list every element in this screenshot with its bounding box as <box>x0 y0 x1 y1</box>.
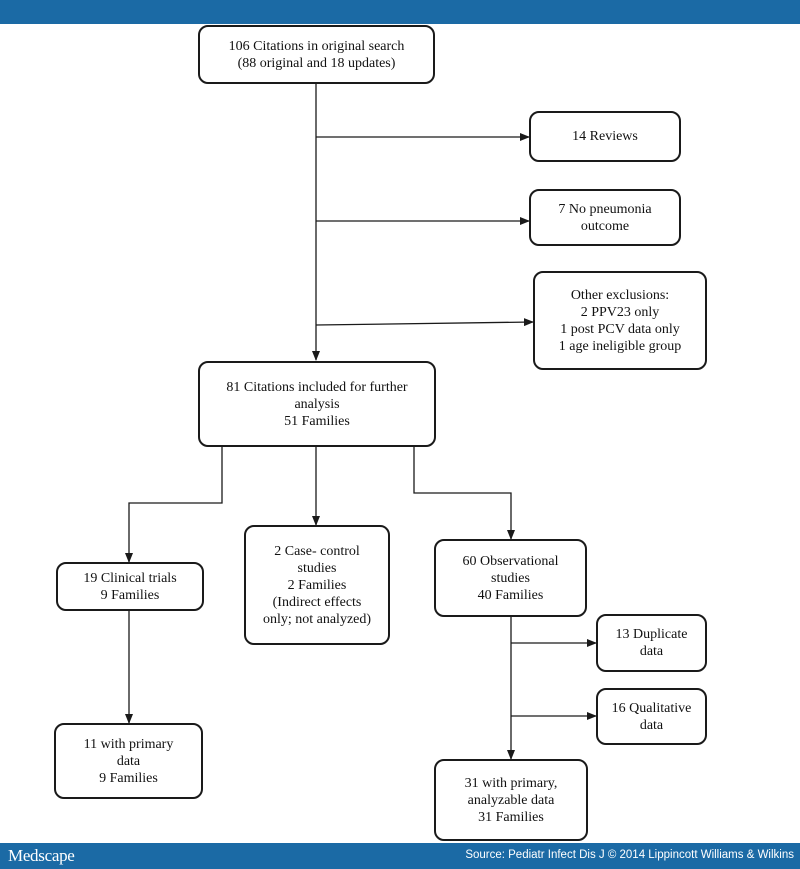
box-text-line: 40 Families <box>477 587 544 603</box>
box-text-line: data <box>639 644 664 659</box>
box-text-line: 19 Clinical trials <box>83 570 177 586</box>
box-text-line: 1 post PCV data only <box>560 321 680 337</box>
box-text-line: 16 Qualitative <box>611 700 692 716</box>
box-text-line: only; not analyzed) <box>262 611 372 627</box>
footer-bar: Medscape Source: Pediatr Infect Dis J © … <box>0 843 800 869</box>
box-text-line: 1 age ineligible group <box>558 338 682 354</box>
original-search-box: 106 Citations in original search(88 orig… <box>198 25 435 84</box>
box-text-line: 11 with primary <box>83 736 174 752</box>
box-text-line: 81 Citations included for further <box>226 379 408 395</box>
box-text-line: data <box>639 717 664 733</box>
source-credit: Source: Pediatr Infect Dis J © 2014 Lipp… <box>465 849 794 861</box>
box-text-line: 2 Case- control <box>274 543 360 559</box>
box-text-line: 9 Families <box>100 587 160 603</box>
box-text-line: 9 Families <box>99 770 158 786</box>
box-text-line: 2 Families <box>287 577 347 593</box>
box-text-line: analyzable data <box>467 792 555 808</box>
box-text-line: 106 Citations in original search <box>228 38 405 54</box>
box-text-line: Other exclusions: <box>570 287 670 303</box>
box-text-line: (Indirect effects <box>272 594 362 610</box>
box-text-line: 51 Families <box>284 413 350 429</box>
reviews-box: 14 Reviews <box>529 111 681 162</box>
medscape-logo[interactable]: Medscape <box>8 846 75 865</box>
box-text-line: studies <box>491 570 530 586</box>
top-banner <box>0 0 800 24</box>
box-text-line: outcome <box>580 218 630 234</box>
box-text-line: 14 Reviews <box>572 129 638 144</box>
box-text-line: analysis <box>294 396 340 412</box>
box-text-line: data <box>116 753 141 769</box>
box-text-line: 13 Duplicate <box>615 627 688 642</box>
box-text-line: 7 No pneumonia <box>558 201 652 217</box>
clinical-trials-arrow <box>125 447 223 563</box>
duplicate-box: 13 Duplicate data <box>596 614 707 672</box>
other-exclusions-arrow <box>315 318 534 327</box>
box-text-line: studies <box>297 560 337 576</box>
box-text-line: 2 PPV23 only <box>580 304 660 320</box>
box-text-line: 31 Families <box>478 809 544 825</box>
box-text-line: (88 original and 18 updates) <box>237 55 396 71</box>
box-text-line: 31 with primary, <box>464 775 558 791</box>
observational-arrow <box>413 447 515 540</box>
box-text-line: 60 Observational <box>462 553 559 569</box>
